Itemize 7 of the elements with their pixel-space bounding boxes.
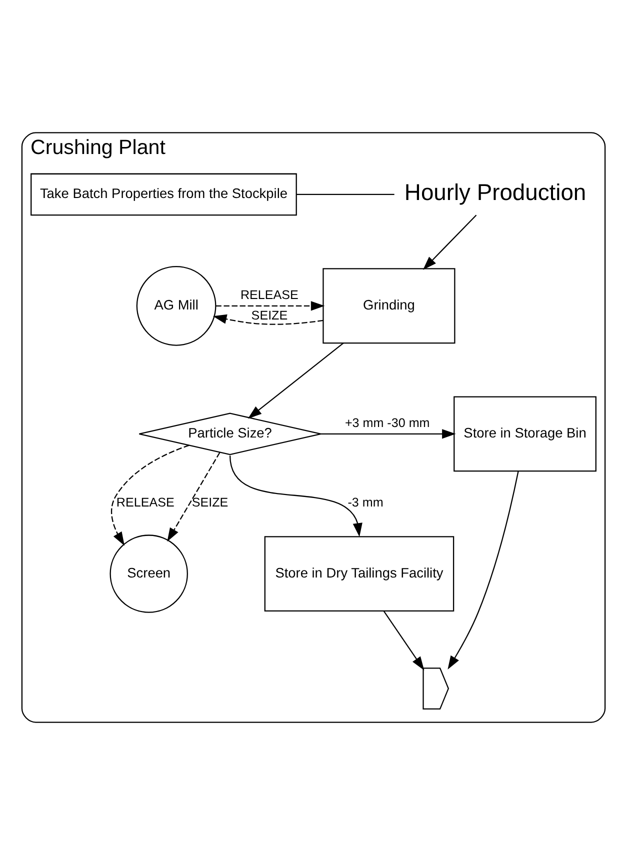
edge-label: SEIZE xyxy=(251,308,288,322)
node-text: Hourly Production xyxy=(404,178,586,205)
edge-label: SEIZE xyxy=(192,494,228,509)
edge-label: +3 mm -30 mm xyxy=(344,415,430,430)
edge-label: RELEASE xyxy=(116,494,174,509)
edge-label: -3 mm xyxy=(348,494,384,509)
edge-label: RELEASE xyxy=(240,287,298,302)
